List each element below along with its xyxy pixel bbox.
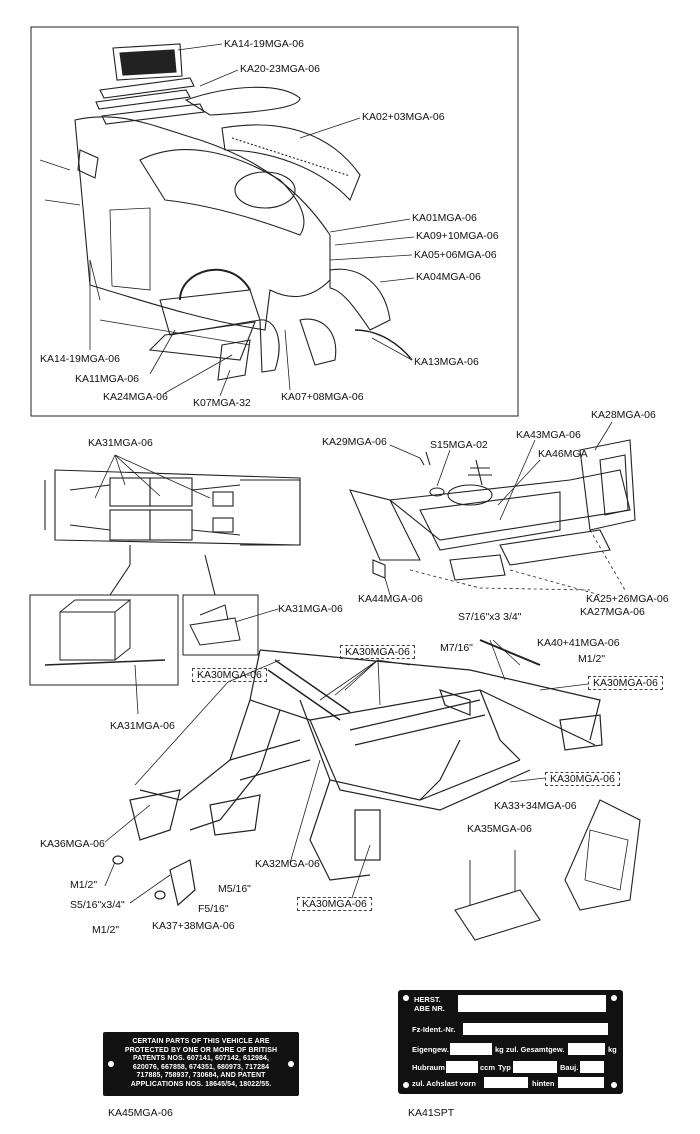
type-plate-hole-tr xyxy=(611,995,617,1001)
label-ka33: KA33+34MGA-06 xyxy=(494,800,577,812)
tp-fz-field xyxy=(463,1023,608,1035)
label-f516: F5/16" xyxy=(198,903,229,915)
label-ka31-detail: KA31MGA-06 xyxy=(278,603,343,615)
label-ka36: KA36MGA-06 xyxy=(40,838,105,850)
label-ka30-b: KA30MGA-06 xyxy=(192,668,267,682)
tp-typ-field xyxy=(513,1061,557,1073)
jack-brackets xyxy=(454,799,641,941)
label-ka29: KA29MGA-06 xyxy=(322,436,387,448)
label-ka30-d: KA30MGA-06 xyxy=(545,772,620,786)
label-ka40: KA40+41MGA-06 xyxy=(537,637,620,649)
label-ka14-top: KA14-19MGA-06 xyxy=(224,38,304,50)
tp-hinten-field xyxy=(558,1077,604,1088)
label-ka20: KA20-23MGA-06 xyxy=(240,63,320,75)
label-ka30-e: KA30MGA-06 xyxy=(297,897,372,911)
type-plate: HERST. ABE NR. Fz-Ident.-Nr. Eigengew. k… xyxy=(398,990,623,1094)
floor-tunnel-assembly xyxy=(349,439,636,581)
patent-line: 620076, 667858, 674351, 680973, 717284 xyxy=(132,1063,270,1071)
type-plate-hole-tl xyxy=(403,995,409,1001)
tp-bauj: Bauj. xyxy=(560,1063,579,1072)
patent-line: APPLICATIONS NOS. 18645/54, 18022/55. xyxy=(130,1080,272,1088)
tp-zul-achslast: zul. Achslast vorn xyxy=(412,1079,476,1088)
body-shell-drawing xyxy=(39,43,413,381)
chassis-leaders xyxy=(104,639,589,904)
label-m12-right: M1/2" xyxy=(578,653,606,665)
label-m12-left: M1/2" xyxy=(70,879,98,891)
patent-line: CERTAIN PARTS OF THIS VEHICLE ARE xyxy=(132,1038,270,1045)
label-ka43: KA43MGA-06 xyxy=(516,429,581,441)
ka31-detail-box xyxy=(29,594,259,686)
label-ka25: KA25+26MGA-06 xyxy=(586,593,669,605)
label-ka04: KA04MGA-06 xyxy=(416,271,481,283)
tp-hinten: hinten xyxy=(532,1079,555,1088)
tp-typ: Typ xyxy=(498,1063,511,1072)
tp-hubraum-field xyxy=(446,1061,478,1073)
label-ka13: KA13MGA-06 xyxy=(414,356,479,368)
label-ka30-a: KA30MGA-06 xyxy=(340,645,415,659)
tp-vorn-field xyxy=(484,1077,528,1088)
label-k07: K07MGA-32 xyxy=(193,397,251,409)
label-ka37: KA37+38MGA-06 xyxy=(152,920,235,932)
patent-text: CERTAIN PARTS OF THIS VEHICLE ARE PROTEC… xyxy=(115,1038,287,1090)
tp-kg1: kg xyxy=(495,1045,504,1054)
plate-hole-left xyxy=(108,1061,114,1067)
label-ka41: KA41SPT xyxy=(408,1107,455,1119)
label-s516: S5/16"x3/4" xyxy=(70,899,125,911)
label-ka09: KA09+10MGA-06 xyxy=(416,230,499,242)
tp-hubraum: Hubraum xyxy=(412,1063,445,1072)
tp-kg2: kg xyxy=(608,1045,617,1054)
middle-left-leaders xyxy=(94,454,279,715)
label-ka05: KA05+06MGA-06 xyxy=(414,249,497,261)
label-ka32: KA32MGA-06 xyxy=(255,858,320,870)
label-ka07: KA07+08MGA-06 xyxy=(281,391,364,403)
patent-line: PATENTS NOS. 607141, 607142, 612984, xyxy=(132,1055,270,1063)
tp-zul-gesamt: zul. Gesamtgew. xyxy=(506,1045,565,1054)
chassis-frame-drawing xyxy=(112,639,603,907)
label-m7: M7/16" xyxy=(440,642,473,654)
label-ka24: KA24MGA-06 xyxy=(103,391,168,403)
label-ka01: KA01MGA-06 xyxy=(412,212,477,224)
tp-eigengew-field xyxy=(450,1043,492,1055)
type-plate-hole-bl xyxy=(403,1082,409,1088)
label-ka27: KA27MGA-06 xyxy=(580,606,645,618)
tp-eigengew: Eigengew. xyxy=(412,1045,449,1054)
label-ka02: KA02+03MGA-06 xyxy=(362,111,445,123)
tp-herst: HERST. xyxy=(414,995,441,1004)
chassis-top-view xyxy=(44,469,301,596)
type-plate-hole-br xyxy=(611,1082,617,1088)
label-m516: M5/16" xyxy=(218,883,251,895)
patent-plate: CERTAIN PARTS OF THIS VEHICLE ARE PROTEC… xyxy=(103,1032,299,1096)
label-ka14-left: KA14-19MGA-06 xyxy=(40,353,120,365)
top-panel-frame xyxy=(30,26,519,417)
tp-abe: ABE NR. xyxy=(414,1004,445,1013)
label-ka46: KA46MGA xyxy=(538,448,588,460)
label-ka30-c: KA30MGA-06 xyxy=(588,676,663,690)
patent-line: PROTECTED BY ONE OR MORE OF BRITISH xyxy=(124,1046,278,1054)
middle-right-leaders xyxy=(384,421,626,596)
label-s15: S15MGA-02 xyxy=(430,439,488,451)
label-ka31-bottom: KA31MGA-06 xyxy=(110,720,175,732)
label-s7: S7/16"x3 3/4" xyxy=(458,611,522,623)
tp-gesamt-field xyxy=(568,1043,605,1055)
label-ka45: KA45MGA-06 xyxy=(108,1107,173,1119)
top-leaders xyxy=(89,43,415,397)
patent-line: 717885, 758937, 730684, AND PATENT xyxy=(136,1072,266,1080)
label-ka31-top: KA31MGA-06 xyxy=(88,437,153,449)
tp-herst-field xyxy=(458,995,606,1012)
label-ka28: KA28MGA-06 xyxy=(591,409,656,421)
tp-bauj-field xyxy=(580,1061,604,1073)
plate-hole-right xyxy=(288,1061,294,1067)
tp-ccm: ccm xyxy=(480,1063,496,1072)
label-m12-bottom: M1/2" xyxy=(92,924,120,936)
label-ka11: KA11MGA-06 xyxy=(75,373,139,385)
tp-fz: Fz-Ident.-Nr. xyxy=(412,1025,456,1034)
label-ka44: KA44MGA-06 xyxy=(358,593,423,605)
label-ka35: KA35MGA-06 xyxy=(467,823,532,835)
